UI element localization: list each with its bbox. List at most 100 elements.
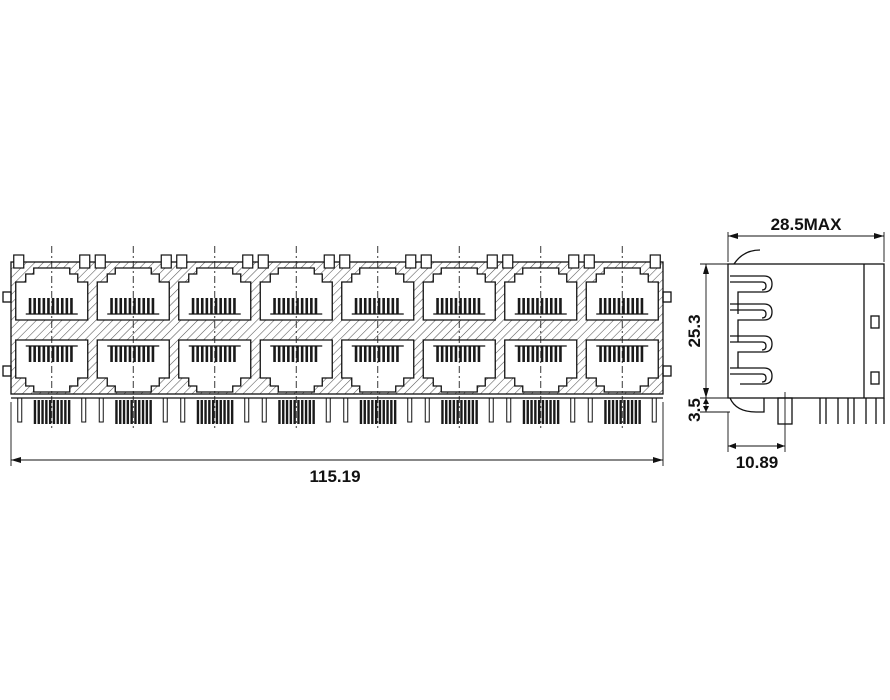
port-pcb-pin: [460, 400, 463, 424]
port-pcb-pin: [285, 400, 289, 424]
port-pcb-pin: [604, 400, 607, 424]
port-contact: [114, 298, 118, 314]
port-pcb-pin: [208, 400, 211, 424]
port-contact: [354, 298, 358, 314]
port-pcb-pin: [196, 400, 200, 424]
port-contact: [559, 346, 562, 362]
housing-left-tab-top: [2, 291, 12, 303]
port-contact: [51, 298, 55, 314]
port-pcb-pin: [297, 400, 300, 424]
port-contact: [377, 298, 381, 314]
port-contact: [554, 346, 558, 362]
port-contact: [626, 298, 630, 314]
port-contact: [291, 298, 295, 314]
port-contact: [56, 346, 59, 362]
port-contact: [454, 346, 458, 362]
port-pcb-pin: [200, 400, 203, 424]
port-contact: [531, 298, 535, 314]
port-array: [13, 246, 661, 428]
standoff-label: 3.5: [685, 398, 704, 422]
port-latch-top: [94, 254, 106, 269]
port-pcb-pin: [378, 400, 382, 424]
pin-offset-label: 10.89: [736, 453, 779, 472]
port-contact: [37, 298, 41, 314]
port-contact: [386, 298, 390, 314]
port-pcb-pin: [608, 400, 611, 424]
port-pcb-pin: [441, 400, 444, 424]
port-contact: [214, 346, 218, 362]
port-latch-top: [323, 254, 335, 269]
port-pcb-pin: [382, 400, 385, 424]
port-contact: [368, 346, 372, 362]
port-contact: [549, 346, 553, 362]
port-shield-leg: [570, 397, 576, 423]
port-contact: [631, 298, 635, 314]
port-contact: [617, 298, 621, 314]
port-contact: [396, 298, 399, 314]
port-contact: [210, 298, 213, 314]
port-contact: [617, 346, 621, 362]
port-latch-top: [405, 254, 417, 269]
port-pcb-pin: [534, 400, 537, 424]
port-contact: [147, 298, 150, 314]
width-label: 115.19: [309, 467, 360, 486]
port-pcb-pin: [556, 400, 560, 424]
port-contact: [526, 298, 530, 314]
port-pcb-pin: [119, 400, 122, 424]
port-pcb-pin: [52, 400, 56, 424]
port-latch-top: [420, 254, 432, 269]
port-pcb-pin: [215, 400, 219, 424]
port-pcb-pin: [627, 400, 630, 424]
port-contact: [373, 346, 376, 362]
port-pcb-pin: [363, 400, 366, 424]
port-contact: [608, 346, 612, 362]
width-dimension: 115.19: [10, 402, 664, 486]
port-contact: [305, 346, 309, 362]
port-pcb-pin: [115, 400, 118, 424]
port-pcb-pin: [301, 400, 304, 424]
port-contact: [296, 346, 299, 362]
port-contact: [33, 346, 36, 362]
port-contact: [636, 298, 639, 314]
port-contact: [640, 298, 644, 314]
port-contact: [613, 298, 616, 314]
port-latch-top: [486, 254, 498, 269]
side-contacts: [730, 275, 773, 385]
port-contact: [540, 346, 544, 362]
port-pcb-pin: [464, 400, 467, 424]
port-contact: [28, 346, 32, 362]
port-contact: [60, 346, 64, 362]
port-shield-leg: [244, 397, 250, 423]
port-contact: [205, 298, 209, 314]
port-contact: [296, 298, 299, 314]
port-pcb-pin: [56, 400, 59, 424]
port-contact: [47, 346, 50, 362]
port-pcb-pin: [390, 400, 393, 424]
port-contact: [373, 298, 376, 314]
port-pcb-pin: [130, 400, 133, 424]
port-contact: [382, 298, 385, 314]
port-pcb-pin: [452, 400, 456, 424]
port-pcb-pin: [374, 400, 378, 424]
port-contact: [233, 298, 236, 314]
port-contact: [287, 346, 290, 362]
port-contact: [42, 346, 46, 362]
port-pcb-pin: [393, 400, 397, 424]
port-pcb-pin: [615, 400, 619, 424]
port-pcb-pin: [526, 400, 529, 424]
port-contact: [517, 298, 521, 314]
port-contact: [613, 346, 616, 362]
port-contact: [636, 346, 639, 362]
port-contact: [42, 298, 46, 314]
port-contact: [273, 346, 276, 362]
port-pcb-pin: [448, 400, 452, 424]
port-pcb-pin: [553, 400, 556, 424]
port-pcb-pin: [227, 400, 230, 424]
port-contact: [137, 298, 141, 314]
port-pcb-pin: [219, 400, 222, 424]
port-contact: [477, 298, 481, 314]
port-shield-leg: [325, 397, 331, 423]
port-pcb-pin: [204, 400, 207, 424]
port-contact: [142, 346, 146, 362]
port-contact: [110, 298, 113, 314]
